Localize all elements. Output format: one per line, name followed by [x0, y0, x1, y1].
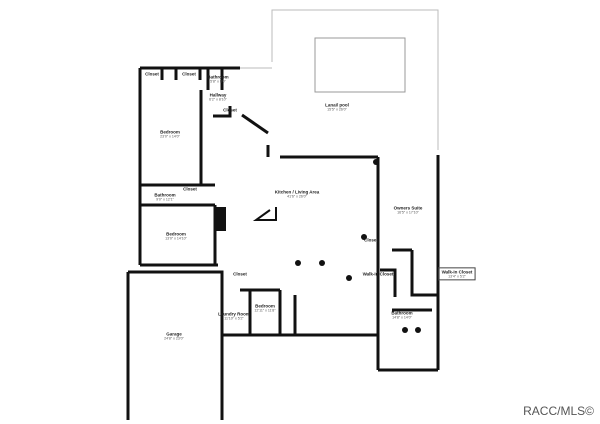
room-closet: Closet	[145, 71, 159, 77]
room-closet: Closet	[183, 186, 197, 192]
room-walk-in-closet: Walk-in Closet	[362, 271, 394, 277]
room-closet: Closet	[182, 71, 196, 77]
room-closet: Closet	[233, 271, 247, 277]
room-closet: Closet	[364, 237, 378, 243]
walls	[126, 66, 440, 420]
pool	[314, 37, 406, 93]
watermark: RACC/MLS©	[523, 404, 594, 418]
pool-screen-enclosure	[271, 9, 439, 150]
columns	[295, 159, 421, 333]
room-closet: Closet	[223, 107, 237, 113]
fireplace	[216, 207, 226, 231]
